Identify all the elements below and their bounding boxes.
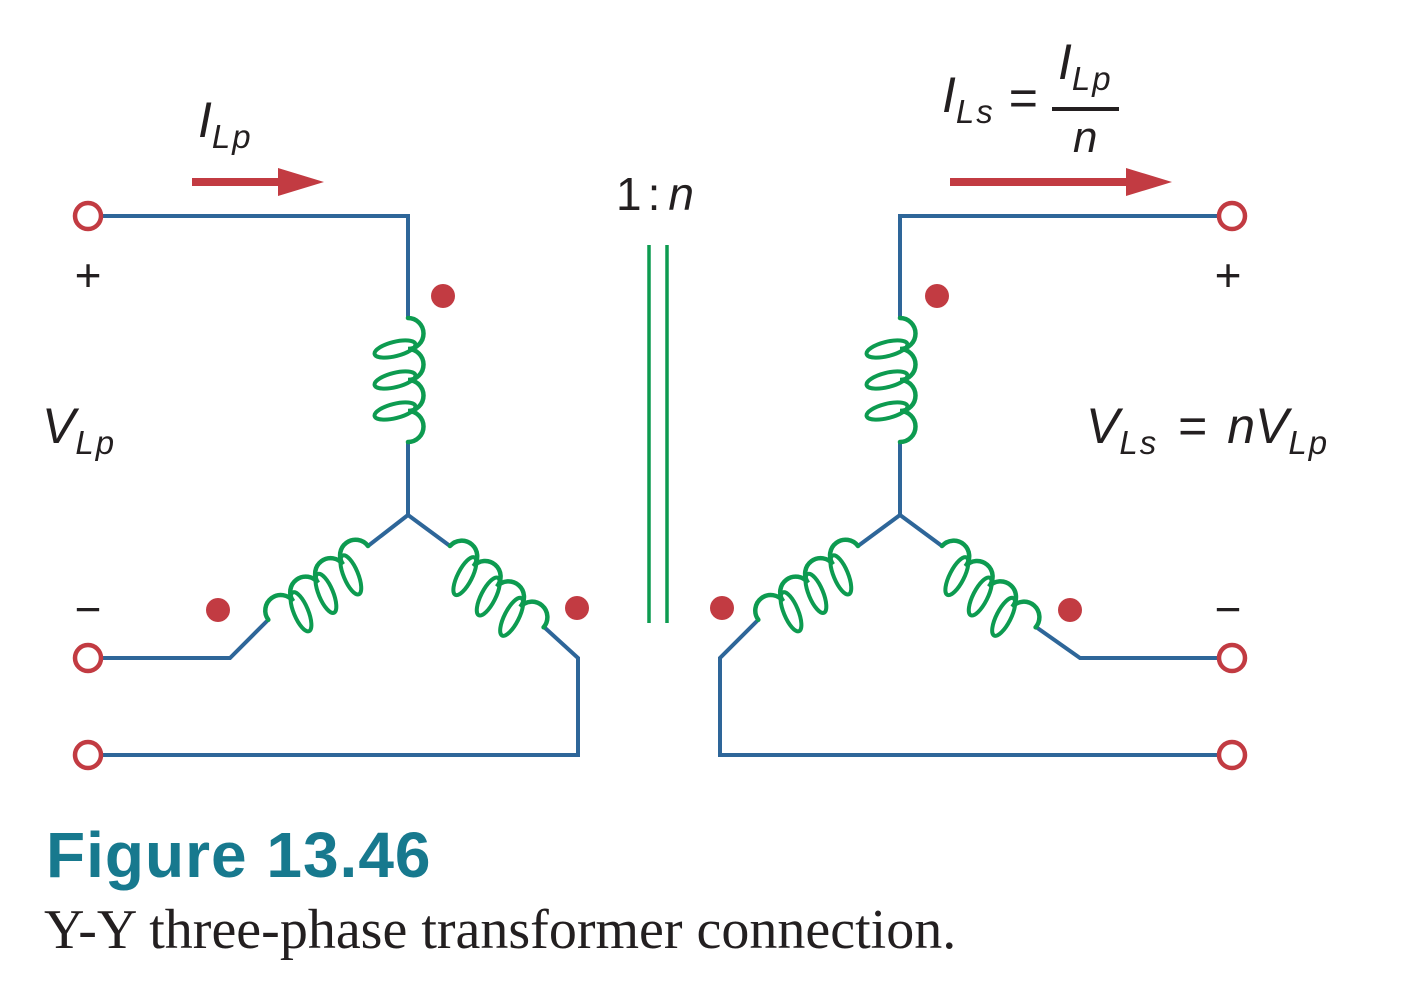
fraction-numerator: ILp (1052, 34, 1119, 98)
terminal-primary-bottom (72, 739, 104, 771)
wire-secondary-mid (1034, 625, 1218, 660)
wire-primary-branch-right (406, 513, 452, 548)
transformer-core-lines (647, 245, 669, 623)
voltage-rhs-sub: Lp (1288, 424, 1330, 461)
polarity-dot-secondary-c (1058, 598, 1082, 622)
coil-primary-phase-a (373, 318, 424, 442)
wire-secondary-branch-left (856, 513, 902, 548)
ratio-colon: : (647, 168, 661, 220)
current-secondary-sub: Ls (955, 92, 995, 130)
current-primary-base: I (198, 92, 212, 148)
secondary-line-voltage-equation: VLs = nVLp (1086, 398, 1329, 462)
wire-primary-mid (102, 618, 270, 660)
fraction-num-sub: Lp (1071, 60, 1113, 97)
primary-line-current-label: ILp (198, 92, 253, 156)
secondary-minus-sign: − (1214, 583, 1242, 635)
equals-sign: = (1008, 70, 1038, 127)
figure-title: Figure 13.46 (46, 819, 432, 891)
fraction-bar (1051, 106, 1119, 111)
wire-secondary-branch-right (898, 513, 944, 548)
secondary-wires (718, 214, 1218, 757)
voltage-secondary-sub: Ls (1119, 424, 1159, 461)
primary-plus-sign: + (74, 249, 102, 301)
equals-sign-2: = (1178, 398, 1208, 454)
terminal-primary-top (72, 200, 104, 232)
wire-primary-branch-left (366, 513, 410, 548)
fraction-denominator: n (1073, 112, 1098, 162)
current-primary-sub: Lp (211, 118, 253, 155)
wire-secondary-top (898, 214, 1218, 318)
current-fraction: ILp n (1051, 34, 1119, 164)
fraction-num-base: I (1057, 34, 1072, 90)
figure-caption: Y-Y three-phase transformer connection. (44, 899, 957, 961)
polarity-dot-primary-b (206, 598, 230, 622)
ratio-n: n (668, 168, 694, 220)
terminal-secondary-mid (1216, 642, 1248, 674)
polarity-dots (206, 284, 1082, 622)
coefficient-n: n (1227, 398, 1256, 454)
current-arrow-primary (192, 168, 324, 196)
terminal-secondary-top (1216, 200, 1248, 232)
terminals (72, 200, 1248, 771)
terminal-secondary-bottom (1216, 739, 1248, 771)
secondary-line-current-equation: ILs = ILp n (942, 34, 1119, 164)
primary-line-voltage-label: VLp (42, 398, 116, 462)
current-secondary-term: ILs (942, 67, 995, 131)
wire-primary-top (102, 214, 410, 318)
terminal-primary-mid (72, 642, 104, 674)
ratio-one: 1 (616, 168, 642, 220)
wire-secondary-bottom (718, 618, 1218, 757)
current-secondary-base: I (942, 66, 956, 123)
polarity-dot-primary-a (431, 284, 455, 308)
current-arrow-secondary (950, 168, 1172, 196)
wire-primary-bottom (102, 625, 580, 757)
polarity-dot-primary-c (565, 596, 589, 620)
secondary-plus-sign: + (1214, 249, 1242, 301)
coil-primary-phase-c (427, 534, 554, 654)
voltage-primary-sub: Lp (75, 424, 117, 461)
voltage-rhs-base: V (1255, 398, 1289, 454)
voltage-primary-base: V (42, 398, 76, 454)
coil-secondary-phase-b (749, 534, 879, 648)
primary-wires (102, 214, 580, 757)
coil-secondary-phase-c (919, 534, 1046, 654)
turns-ratio-label: 1:n (598, 168, 712, 221)
polarity-dot-secondary-b (710, 596, 734, 620)
coil-secondary-phase-a (865, 318, 916, 442)
primary-minus-sign: − (74, 583, 102, 635)
polarity-dot-secondary-a (925, 284, 949, 308)
coil-primary-phase-b (259, 534, 389, 648)
voltage-secondary-base: V (1086, 398, 1120, 454)
